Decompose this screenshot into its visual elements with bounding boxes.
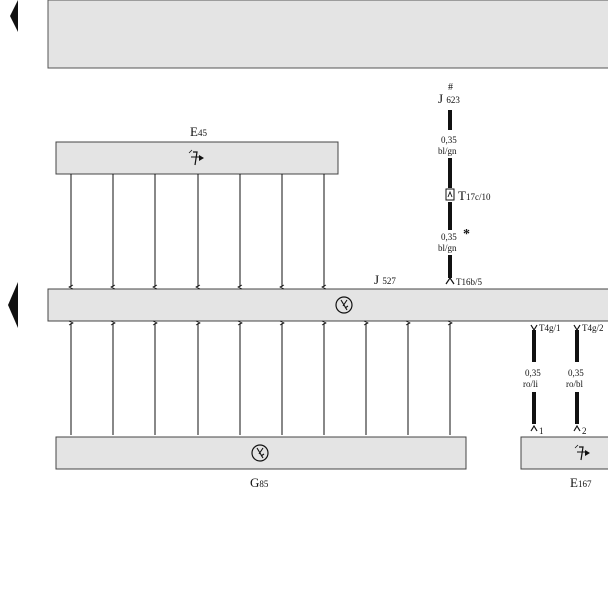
t16b-arrow-icon bbox=[445, 276, 455, 285]
w2-color: bl/gn bbox=[438, 243, 457, 253]
j527-electronic-symbol-icon bbox=[335, 296, 353, 314]
j527-label: J 527 bbox=[374, 272, 396, 287]
e167-box bbox=[520, 436, 608, 470]
asterisk-mark: * bbox=[463, 227, 470, 242]
t16b-label: T16b/5 bbox=[456, 277, 482, 287]
g85-label: G85 bbox=[250, 475, 269, 490]
j527-bar bbox=[47, 288, 608, 322]
header-panel bbox=[47, 0, 608, 69]
w4-size: 0,35 bbox=[568, 368, 584, 378]
e167-arrows bbox=[530, 324, 581, 432]
pin-1-label: 1 bbox=[539, 426, 544, 436]
g85-box bbox=[55, 436, 467, 470]
w2-size: 0,35 bbox=[441, 232, 457, 242]
e167-label: E167 bbox=[570, 475, 592, 490]
t17c-connector-icon bbox=[445, 188, 455, 201]
page-marker-middle bbox=[8, 282, 18, 328]
e45-symbol-icon bbox=[188, 149, 204, 166]
e45-to-j527-wires bbox=[71, 174, 324, 287]
j527-to-g85-wires bbox=[71, 323, 450, 435]
e45-box bbox=[55, 141, 339, 175]
w4-color: ro/bl bbox=[566, 379, 583, 389]
t4g2-label: T4g/2 bbox=[582, 323, 604, 333]
w1-color: bl/gn bbox=[438, 146, 457, 156]
g85-electronic-symbol-icon bbox=[251, 444, 269, 462]
pin-2-label: 2 bbox=[582, 426, 587, 436]
e167-symbol-icon bbox=[574, 444, 590, 461]
j527-to-e167-wires bbox=[532, 330, 579, 424]
w3-size: 0,35 bbox=[525, 368, 541, 378]
w1-size: 0,35 bbox=[441, 135, 457, 145]
w3-color: ro/li bbox=[523, 379, 538, 389]
e45-label: E45 bbox=[190, 124, 207, 139]
t17c-label: T17c/10 bbox=[458, 188, 491, 203]
page-marker-top bbox=[10, 0, 18, 32]
j623-mark: # bbox=[448, 82, 453, 93]
j623-label: J 623 bbox=[438, 91, 460, 106]
t4g1-label: T4g/1 bbox=[539, 323, 561, 333]
